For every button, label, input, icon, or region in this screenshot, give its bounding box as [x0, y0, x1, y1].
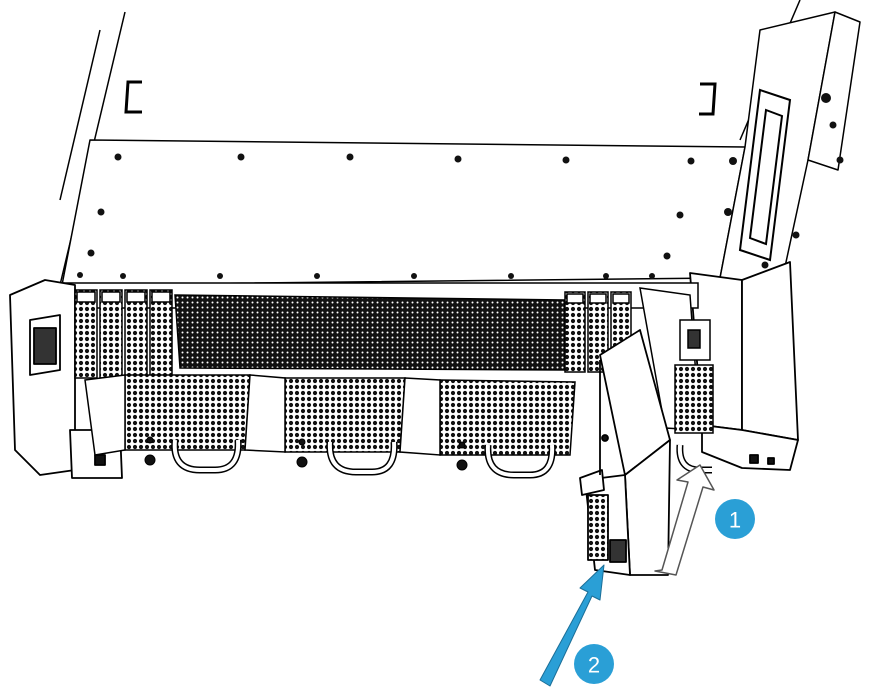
- side-handle: [738, 88, 792, 262]
- callout-2: 2: [574, 644, 614, 684]
- callout-1-label: 1: [729, 508, 741, 533]
- psu-latch: [579, 469, 605, 496]
- installed-psu: [639, 287, 714, 434]
- pcie-slots-right: [564, 291, 632, 373]
- psu-connector: [609, 539, 627, 563]
- corner-bracket-left: [124, 80, 142, 114]
- psu-front-grille: [587, 494, 609, 561]
- corner-bracket-right: [699, 82, 717, 116]
- fan-screws: [144, 436, 468, 471]
- arrow-step-1: [654, 464, 715, 576]
- callout-1-badge: [715, 499, 755, 539]
- callout-2-badge: [574, 644, 614, 684]
- callout-2-label: 2: [588, 653, 600, 678]
- arrow-step-2: [539, 564, 605, 687]
- fan-bays: [84, 374, 576, 456]
- chassis-left-inner-edge: [59, 29, 101, 201]
- callout-1: 1: [715, 499, 755, 539]
- chassis-top-panel: [61, 139, 746, 286]
- chassis-right-side-edge: [807, 11, 861, 171]
- power-supply-module: [579, 329, 671, 576]
- center-vent-grille: [174, 294, 566, 371]
- rivets: [77, 93, 844, 279]
- pcie-slots-left: [74, 289, 173, 379]
